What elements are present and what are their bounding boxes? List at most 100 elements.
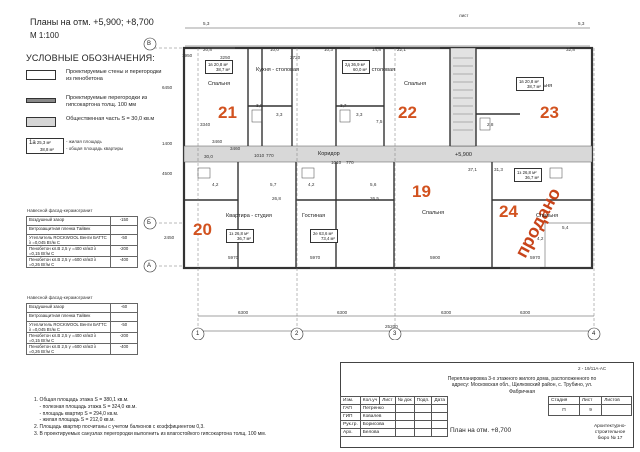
note-line: 2. Площадь квартир посчитаны с учетом ба… bbox=[34, 424, 205, 430]
stamp-head-cell: Кол.уч bbox=[359, 396, 381, 405]
facade-thickness: -60 bbox=[110, 303, 138, 313]
apartment-number-20: 20 bbox=[193, 220, 212, 239]
legend-area-living: 25,3 м² bbox=[36, 140, 51, 145]
facade-row: Пенобетон кл.В 2,5 γ =400 кг/м3 λ =0,15 … bbox=[26, 245, 138, 257]
stamp-role: ГИП bbox=[340, 412, 361, 421]
legend-area-example: 1а 25,3 м² 38,8 м² bbox=[26, 138, 64, 155]
note-line: 1. Общая площадь этажа S = 380,1 кв.м. bbox=[34, 397, 129, 403]
dimension: 6300 bbox=[520, 310, 531, 315]
stage-head: Стадия bbox=[548, 396, 580, 405]
room-area: 31,3 bbox=[494, 167, 503, 172]
room-area: 10,3 bbox=[324, 47, 333, 52]
dimension: 3460 bbox=[230, 146, 241, 151]
legend-area-text2: - общая площадь квартиры bbox=[66, 146, 124, 151]
stamp-head-cell: Дата bbox=[431, 396, 449, 405]
facade1-title: Навесной фасад-керамогранит bbox=[27, 208, 93, 213]
sheet-head: Лист bbox=[578, 396, 603, 405]
room-area: 5,4 bbox=[562, 225, 569, 230]
facade2-title: Навесной фасад-керамогранит bbox=[27, 295, 93, 300]
dimension-total: 25200 bbox=[385, 324, 398, 329]
facade-thickness bbox=[110, 225, 138, 235]
stamp-person-row: Арх.Белова bbox=[340, 428, 449, 437]
stamp-empty bbox=[413, 428, 433, 437]
stamp-name: Петренко bbox=[359, 404, 396, 413]
facade-thickness: -150 bbox=[110, 216, 138, 226]
dimension: 3460 bbox=[212, 139, 223, 144]
facade-row: Воздушный зазор-60 bbox=[26, 303, 138, 313]
room-bedroom-21: Спальня bbox=[208, 81, 231, 87]
stamp-role: Арх. bbox=[340, 428, 361, 437]
room-area: 26,5 bbox=[370, 196, 379, 201]
stamp-empty bbox=[413, 404, 433, 413]
room-area: 3,3 bbox=[356, 112, 363, 117]
facade-layer: Пенобетон кл.В 2,5 γ =400 кг/м3 λ =0,15 … bbox=[26, 332, 111, 344]
room-area: 5,7 bbox=[270, 182, 277, 187]
stamp-role: ГАП bbox=[340, 404, 361, 413]
legend-heading: УСЛОВНЫЕ ОБОЗНАЧЕНИЯ: bbox=[26, 53, 156, 63]
dimension: 5970 bbox=[530, 255, 541, 260]
apartment-number-22: 22 bbox=[398, 103, 417, 122]
facade-row: Ветрозащитная пленка Тайвек bbox=[26, 312, 138, 322]
room-area: 22,1 bbox=[397, 47, 406, 52]
facade-thickness: -50 bbox=[110, 234, 138, 246]
stamp-role: Рук.гр. bbox=[340, 420, 361, 429]
axis-label-v: В bbox=[147, 41, 152, 47]
stamp-empty bbox=[431, 428, 449, 437]
facade-layer: Воздушный зазор bbox=[26, 216, 111, 226]
facade-row: Пенобетон кл.В 2,5 γ =600 кг/м3 λ =0,26 … bbox=[26, 343, 138, 355]
stamp-empty bbox=[394, 428, 415, 437]
stamp-name: Ковалев bbox=[359, 412, 396, 421]
room-bedroom-19: Спальня bbox=[422, 210, 445, 216]
dimension: 6450 bbox=[162, 85, 173, 90]
room-kitchen-22: Кухня - столовая bbox=[352, 67, 395, 73]
dimension: 3340 bbox=[200, 122, 211, 127]
note-line: - полезная площадь этажа S = 324,0 кв.м. bbox=[34, 403, 137, 410]
room-area: 30,0 bbox=[204, 154, 213, 159]
facade-layer: Пенобетон кл.В 2,5 γ =600 кг/м3 λ =0,26 … bbox=[26, 256, 111, 268]
apartment-number-24: 24 bbox=[499, 202, 518, 221]
room-area: 32,8 bbox=[566, 47, 575, 52]
note-line: - площадь квартир S = 294,0 кв.м. bbox=[34, 410, 119, 417]
room-area: 20,8 bbox=[203, 47, 212, 52]
sheet-scale: М 1:100 bbox=[30, 31, 59, 40]
stamp-head-cell: Подп. bbox=[413, 396, 433, 405]
dimension: 2450 bbox=[164, 235, 175, 240]
room-studio-20: Квартира - студия bbox=[226, 213, 272, 219]
axis-label-1: 1 bbox=[196, 331, 200, 337]
room-area: 5,6 bbox=[370, 182, 377, 187]
dimension: 5900 bbox=[430, 255, 441, 260]
stamp-head-cell: № док bbox=[394, 396, 415, 405]
stamp-empty bbox=[394, 420, 415, 429]
dimension: 5970 bbox=[228, 255, 239, 260]
facade-layer: Пенобетон кл.В 2,5 γ =400 кг/м3 λ =0,15 … bbox=[26, 245, 111, 257]
stamp-head-cell: Изм. bbox=[340, 396, 361, 405]
dimension: 3250 bbox=[220, 55, 231, 60]
facade-layer: Ветрозащитная пленка Тайвек bbox=[26, 312, 111, 322]
dimension: 770 bbox=[346, 160, 354, 165]
room-living-19: Гостиная bbox=[302, 213, 326, 219]
facade-row: Пенобетон кл.В 2,5 γ =400 кг/м3 λ =0,15 … bbox=[26, 332, 138, 344]
facade-row: Утеплитель ROCKWOOL Венти БАТТС λ =0,045… bbox=[26, 321, 138, 333]
room-bedroom-24: Спальня bbox=[536, 213, 559, 219]
axis-label-4: 4 bbox=[592, 331, 596, 337]
floor-plan bbox=[143, 27, 601, 340]
dimension: 5970 bbox=[310, 255, 321, 260]
room-kitchen-21: Кухня - столовая bbox=[256, 67, 299, 73]
room-area: 26,8 bbox=[272, 196, 281, 201]
dimension: 1950 bbox=[182, 53, 193, 58]
room-area: 37,1 bbox=[468, 167, 477, 172]
stage-value: П bbox=[548, 404, 580, 416]
dimension: 5,3 bbox=[578, 21, 585, 26]
axis-label-2: 2 bbox=[295, 331, 299, 337]
dimension: 6300 bbox=[441, 310, 452, 315]
corridor-label: Коридор bbox=[318, 151, 340, 157]
facade-thickness: -400 bbox=[110, 343, 138, 355]
